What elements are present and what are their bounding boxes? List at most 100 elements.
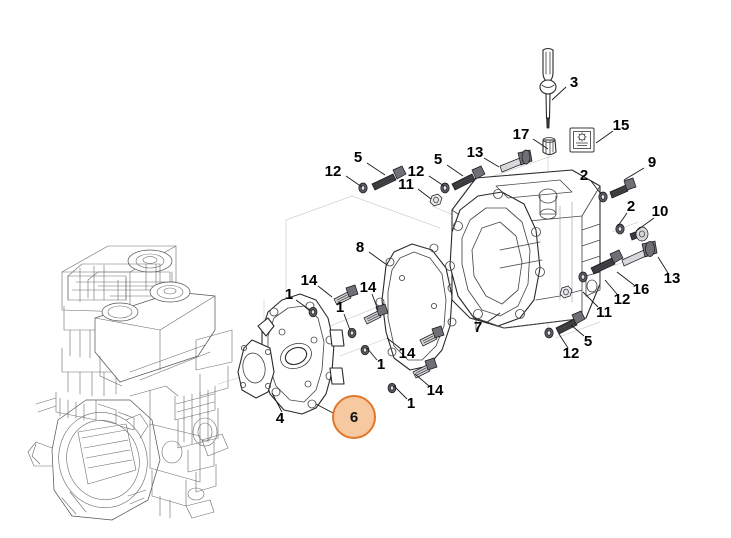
highlight-number: 6 [350, 409, 358, 426]
leader-line-highlighted [315, 403, 334, 414]
callout-3[interactable]: 3 [551, 74, 578, 101]
callout-15[interactable]: 15 [595, 117, 629, 144]
highlight-marker-part6[interactable]: 6 [315, 395, 376, 439]
fastener-5-c [555, 310, 586, 335]
callout-1[interactable]: 1 [285, 286, 311, 311]
callout-17[interactable]: 17 [513, 126, 549, 150]
leader-line [371, 293, 379, 311]
leader-line [532, 138, 549, 150]
fastener-1-d [387, 382, 397, 394]
engine-muffler [174, 329, 233, 493]
fastener-11-b [559, 285, 573, 299]
callout-number: 3 [570, 74, 578, 91]
callout-number: 7 [474, 319, 482, 336]
callout-number: 11 [596, 304, 612, 321]
callout-12[interactable]: 12 [325, 163, 363, 188]
callout-number: 1 [377, 356, 385, 373]
fastener-1-b [347, 327, 357, 339]
leader-line [590, 180, 602, 195]
fastener-14-c [419, 325, 445, 347]
fastener-13-a [499, 149, 533, 173]
fastener-12-d [544, 327, 554, 339]
callout-9[interactable]: 9 [623, 154, 656, 181]
leader-line [595, 130, 614, 144]
plug-part17 [542, 137, 557, 156]
callout-number: 13 [664, 270, 681, 287]
housing-gasket-part8 [375, 243, 457, 371]
callout-number: 9 [648, 154, 656, 171]
callout-4[interactable]: 4 [271, 392, 285, 427]
fastener-2-a [598, 191, 608, 203]
callout-number: 1 [336, 299, 344, 316]
callout-number: 14 [360, 279, 377, 296]
callout-number: 2 [627, 198, 635, 215]
leader-line [417, 188, 432, 200]
callout-14[interactable]: 14 [386, 337, 416, 362]
callout-number: 12 [614, 291, 631, 308]
leader-line [582, 291, 599, 308]
callout-number: 5 [584, 333, 592, 350]
callout-number: 11 [398, 176, 414, 193]
callout-13[interactable]: 13 [467, 144, 500, 168]
fastener-1-a [308, 306, 318, 318]
leader-line [428, 175, 445, 187]
callout-11[interactable]: 11 [582, 291, 612, 321]
dipstick-part3 [539, 47, 557, 129]
callout-7[interactable]: 7 [474, 312, 501, 336]
callout-2[interactable]: 2 [617, 198, 635, 227]
leader-line [570, 324, 585, 337]
callout-13[interactable]: 13 [657, 256, 681, 287]
callout-11[interactable]: 11 [398, 176, 432, 200]
fastener-11-a [429, 193, 443, 207]
callout-14[interactable]: 14 [414, 373, 444, 399]
callout-1[interactable]: 1 [336, 299, 351, 331]
highlight-circle[interactable] [332, 395, 376, 439]
leader-line [617, 212, 628, 227]
callout-number: 2 [580, 167, 588, 184]
callout-14[interactable]: 14 [360, 279, 379, 311]
leader-line [343, 313, 351, 331]
fastener-10 [629, 226, 649, 242]
callout-number: 4 [276, 410, 285, 427]
callout-number: 5 [354, 149, 362, 166]
fastener-2-b [615, 223, 625, 235]
engine-recoil-starter [27, 399, 161, 521]
leader-line [635, 217, 655, 232]
callout-2[interactable]: 2 [580, 167, 602, 195]
callout-12[interactable]: 12 [408, 163, 445, 187]
leader-line [414, 373, 430, 387]
callout-number: 8 [356, 239, 364, 256]
callout-1[interactable]: 1 [393, 385, 415, 412]
callout-12[interactable]: 12 [558, 333, 580, 362]
fastener-14-a [333, 284, 359, 306]
fastener-12-a [358, 182, 368, 194]
engine-crankcase-side [129, 385, 229, 519]
callout-5[interactable]: 5 [570, 324, 592, 350]
callout-1[interactable]: 1 [366, 347, 385, 373]
callout-number: 10 [652, 203, 669, 220]
callout-number: 16 [633, 281, 650, 298]
callout-8[interactable]: 8 [356, 239, 388, 266]
callout-10[interactable]: 10 [635, 203, 669, 232]
leader-line [558, 333, 569, 349]
leader-line [446, 164, 464, 177]
engine-fuel-tank [94, 281, 216, 387]
leader-line [551, 86, 567, 101]
crankcase-cover-part6 [257, 293, 345, 415]
leader-line [393, 385, 408, 400]
callout-number: 12 [325, 163, 342, 180]
fastener-16 [590, 249, 624, 275]
callout-12[interactable]: 12 [604, 279, 631, 308]
callout-14[interactable]: 14 [301, 272, 333, 298]
callout-number: 1 [407, 395, 415, 412]
callout-5[interactable]: 5 [434, 151, 464, 177]
callout-16[interactable]: 16 [616, 271, 650, 298]
callout-number: 14 [399, 345, 416, 362]
callout-number: 5 [434, 151, 442, 168]
fastener-9 [609, 177, 637, 199]
callout-5[interactable]: 5 [354, 149, 386, 176]
callout-number: 12 [563, 345, 580, 362]
